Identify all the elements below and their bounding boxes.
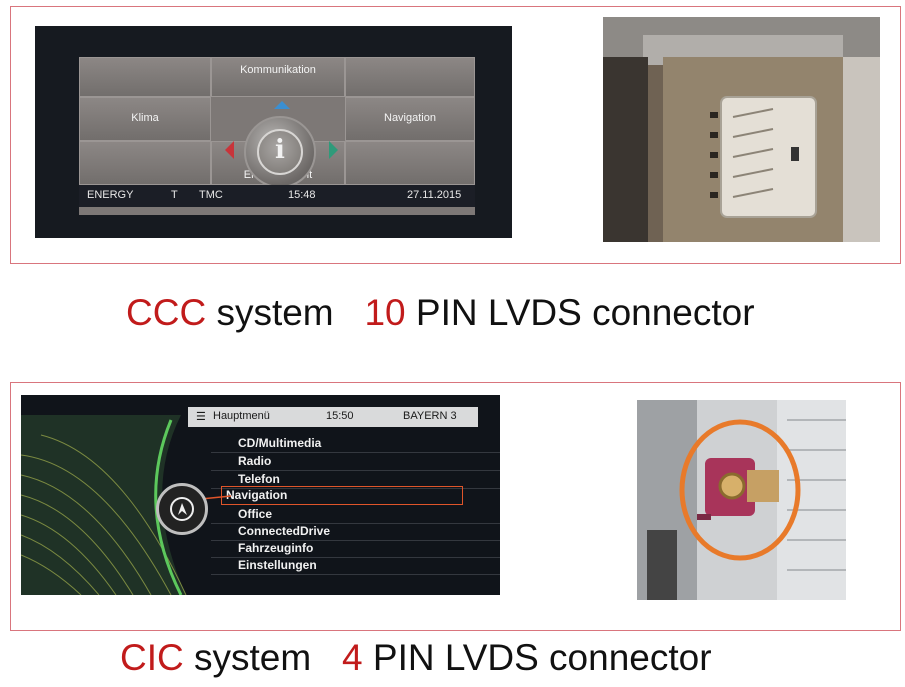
menu-item-label: Navigation [226,488,288,502]
cic-caption-pins: 4 [342,637,363,678]
status-t: T [171,189,178,201]
tile-klima[interactable]: Klima [79,97,211,141]
arrow-left-icon [225,141,234,159]
menu-item-cd-multimedia[interactable]: CD/Multimedia [211,435,500,453]
menu-item-connecteddrive[interactable]: ConnectedDrive [211,523,500,541]
navigation-icon [170,497,194,521]
menu-item-label: Fahrzeuginfo [238,541,314,555]
arrow-up-icon [274,101,290,109]
cic-caption-connector: PIN LVDS connector [372,637,712,678]
cic-screen: ☰ Hauptmenü 15:50 BAYERN 3 CD/Multimedia… [21,395,500,595]
menu-item-label: Office [238,507,273,521]
tile-bottom-right [345,141,475,185]
status-time: 15:48 [288,189,316,201]
tile-navigation[interactable]: Navigation [345,97,475,141]
ccc-caption-pins: 10 [364,292,406,333]
menu-item-radio[interactable]: Radio [211,453,500,471]
tile-kommunikation[interactable]: Kommunikation [211,57,345,97]
tile-label-left: Klima [131,112,159,124]
tile-bottom-left [79,141,211,185]
tile-top-left [79,57,211,97]
cic-header-time: 15:50 [326,410,354,422]
menu-item-label: Telefon [238,472,280,486]
cic-header-station: BAYERN 3 [403,410,457,422]
ccc-caption-system: CCC [126,292,207,333]
menu-item-einstellungen[interactable]: Einstellungen [211,557,500,575]
cic-caption: CIC system 4 PIN LVDS connector [120,637,712,679]
cic-connector-photo [637,400,846,600]
status-tmc: TMC [199,189,223,201]
ccc-status-bar: ENERGY T TMC 15:48 27.11.2015 [79,185,475,207]
menu-item-fahrzeuginfo[interactable]: Fahrzeuginfo [211,540,500,558]
controller-knob-cic[interactable] [156,483,208,535]
ccc-caption: CCC system 10 PIN LVDS connector [126,292,755,334]
menu-item-navigation[interactable]: Navigation [221,486,463,505]
ccc-caption-system-word: system [216,292,334,333]
tile-label-right: Navigation [384,112,436,124]
menu-item-label: CD/Multimedia [238,436,322,450]
cic-panel [10,382,901,631]
menu-item-office[interactable]: Office [211,506,500,524]
menu-item-label: ConnectedDrive [238,524,331,538]
controller-knob[interactable]: i [244,116,316,188]
menu-icon: ☰ [196,411,206,423]
menu-item-label: Einstellungen [238,558,317,572]
cic-header-title: Hauptmenü [213,410,270,422]
cic-caption-system: CIC [120,637,184,678]
arrow-right-icon [329,141,338,159]
ccc-caption-connector: PIN LVDS connector [415,292,755,333]
menu-item-label: Radio [238,454,272,468]
ccc-connector-photo [603,17,880,242]
ccc-screen: Kommunikation Klima Navigation Entertain… [35,26,512,238]
cic-header-bar: ☰ Hauptmenü 15:50 BAYERN 3 [188,407,478,427]
info-icon: i [257,129,303,175]
ccc-panel [10,6,901,264]
cic-map-background [21,395,500,595]
cic-caption-system-word: system [194,637,312,678]
status-energy: ENERGY [87,189,134,201]
status-date: 27.11.2015 [407,189,462,201]
tile-top-right [345,57,475,97]
menu-item-telefon[interactable]: Telefon [211,471,500,489]
tile-label-top: Kommunikation [240,64,316,76]
